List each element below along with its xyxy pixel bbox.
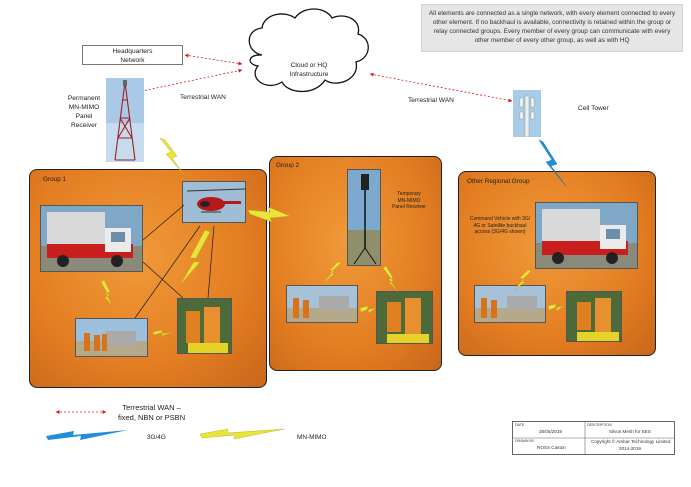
tb-desc: Silvus Mesh for SES	[609, 429, 651, 434]
cloud-shape	[248, 8, 369, 93]
tb-years: 2014-2019	[619, 446, 641, 451]
wan-left-label: Terrestrial WAN	[180, 94, 226, 101]
mimo-bolt-p3-p4	[359, 305, 377, 314]
mimo-bolt-truck-photo1	[100, 279, 113, 307]
firefighters-photo-5	[474, 285, 546, 323]
mimo-bolt-heli-photo1	[179, 229, 211, 286]
tb-drawn-label: DRAWN BY	[515, 439, 535, 443]
legend-cell-bolt	[46, 430, 128, 440]
link-heli-photo2	[207, 225, 215, 299]
mimo-bolt-recv-photo3	[321, 261, 342, 285]
temporary-receiver-label: Temporary MN-MIMO Panel Receiver	[392, 191, 426, 210]
group-1-title: Group 1	[43, 176, 67, 183]
permanent-receiver-label: Permanent MN-MIMO Panel Receiver	[67, 95, 101, 129]
link-heli-truck	[142, 204, 185, 241]
group-3-title: Other Regional Group	[467, 178, 530, 185]
cell-tower-image	[513, 90, 541, 137]
temporary-receiver-photo	[347, 169, 381, 266]
legend-mimo-label: MN-MIMO	[297, 434, 327, 441]
mimo-bolt-recv-photo4	[382, 265, 399, 293]
wan-cloud-celltower	[369, 72, 513, 103]
wan-right-label: Terrestrial WAN	[408, 97, 454, 104]
link-heli-photo1	[134, 225, 201, 319]
firefighters-photo-3	[286, 285, 358, 323]
tb-copyright: Copyright © Ambar Technology Limited	[591, 439, 671, 444]
helicopter-photo	[182, 181, 246, 223]
headquarters-network-box: Headquarters Network	[82, 45, 183, 65]
legend-cell-label: 3G/4G	[147, 434, 166, 441]
title-block: DATE 28/05/2019 DESCRIPTION Silvus Mesh …	[512, 421, 675, 455]
cloud-label: Cloud or HQ Infrastructure	[289, 62, 329, 78]
firefighters-photo-1	[75, 318, 148, 357]
hq-label: Headquarters Network	[112, 48, 153, 64]
group-2-title: Group 2	[276, 162, 300, 169]
tb-date-label: DATE	[515, 423, 525, 427]
mimo-bolt-tower-heli	[159, 137, 186, 177]
firefighters-photo-6	[566, 291, 622, 342]
wan-tower-cloud	[136, 68, 243, 94]
mimo-bolt-photo1-photo2	[152, 329, 173, 337]
command-vehicle-photo	[535, 202, 638, 269]
cell-tower-label: Cell Tower	[578, 105, 609, 112]
tb-drawn: ROSS Caston	[537, 445, 566, 450]
permanent-tower-image	[106, 78, 144, 162]
mimo-bolt-truck-p5	[513, 269, 532, 291]
fire-truck-photo	[40, 205, 143, 272]
wan-hq-cloud	[184, 53, 243, 66]
tb-date: 28/05/2019	[539, 429, 562, 434]
link-truck-photo2	[142, 261, 184, 299]
legend-wan-label: Terrestrial WAN – fixed, NBN or PSBN	[118, 403, 186, 422]
legend-graphics	[46, 410, 285, 440]
legend-mimo-bolt	[199, 428, 285, 440]
command-vehicle-label: Command Vehicle with 3G/ 4G or Satellite…	[469, 216, 531, 235]
firefighters-photo-2	[177, 298, 232, 354]
mimo-bolt-heli-g2	[247, 206, 291, 223]
tb-desc-label: DESCRIPTION	[587, 423, 612, 427]
mimo-bolt-p5-p6	[547, 303, 565, 312]
firefighters-photo-4	[376, 291, 433, 344]
title-block-grid	[513, 422, 674, 454]
network-note: All elements are connected as a single n…	[421, 4, 683, 52]
cell-bolt-tower-vehicle	[538, 139, 567, 187]
